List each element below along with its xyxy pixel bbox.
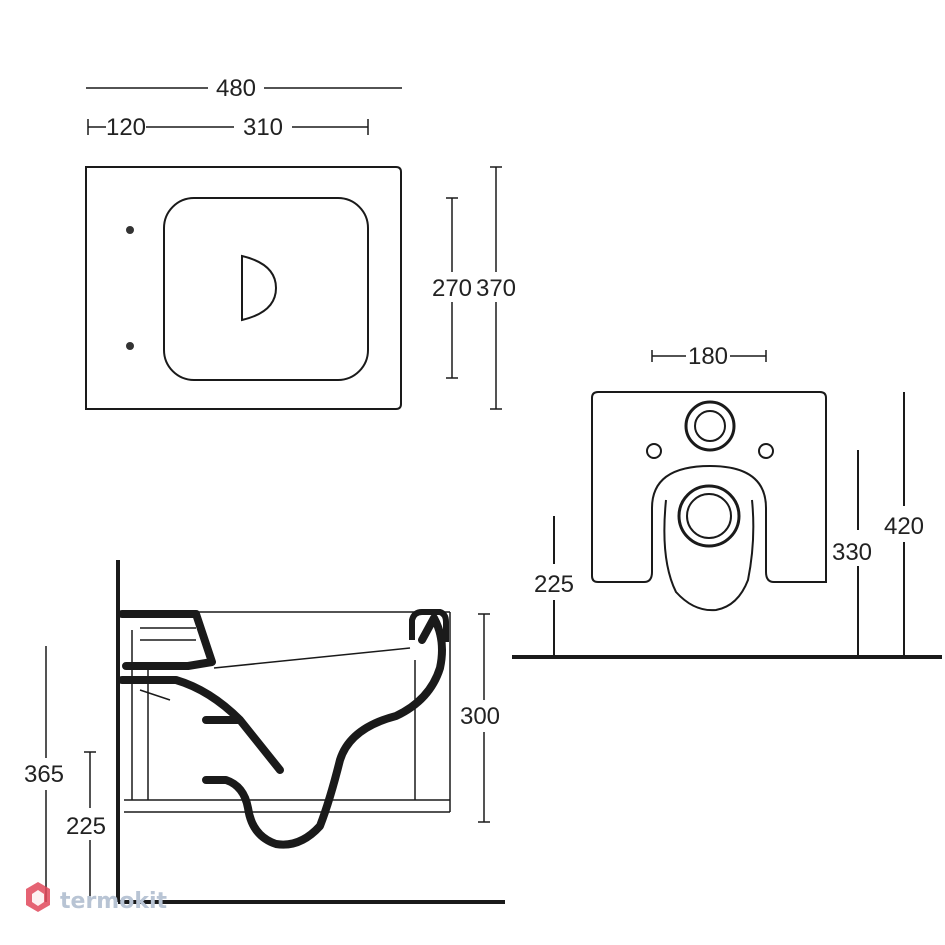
dim-bowl-height: 300 xyxy=(460,613,500,823)
water-inlet-outer xyxy=(684,400,736,452)
dim-label-480: 480 xyxy=(216,75,256,102)
side-view: 300 365 225 xyxy=(24,560,505,904)
dim-hole-spacing: 180 xyxy=(651,343,767,370)
dim-label-225-front: 225 xyxy=(534,571,574,598)
bowl-opening xyxy=(163,197,369,381)
drain-outer xyxy=(677,484,741,548)
bolt-hole-left xyxy=(646,443,662,459)
bowl-profile xyxy=(118,610,446,849)
top-outline xyxy=(85,166,402,410)
water-inlet-inner xyxy=(694,410,726,442)
drain-inner xyxy=(686,493,732,539)
dim-label-120: 120 xyxy=(106,114,146,141)
dim-label-225-side: 225 xyxy=(66,813,106,840)
dim-front-heights: 225 330 420 xyxy=(534,392,924,657)
dim-label-270: 270 xyxy=(432,275,472,302)
top-view: 480 120 310 xyxy=(85,75,516,410)
dim-label-330: 330 xyxy=(832,539,872,566)
rim-front xyxy=(409,609,449,642)
bowl-underside xyxy=(663,499,755,612)
dim-label-180: 180 xyxy=(688,343,728,370)
mount-hole-lower xyxy=(126,342,134,350)
bowl-inner xyxy=(139,627,196,701)
dim-label-365: 365 xyxy=(24,761,64,788)
dim-side-heights: 365 225 xyxy=(24,646,106,902)
front-view: 180 225 330 420 xyxy=(512,343,942,659)
dim-label-300: 300 xyxy=(460,703,500,730)
bolt-hole-right xyxy=(758,443,774,459)
dim-label-310: 310 xyxy=(243,114,283,141)
drain-outlet xyxy=(241,254,278,322)
rim-line xyxy=(213,647,411,669)
dim-label-420: 420 xyxy=(884,513,924,540)
watermark: termokit xyxy=(26,882,167,914)
mount-hole-upper xyxy=(126,226,134,234)
dim-overall-width: 480 xyxy=(86,75,402,102)
watermark-text: termokit xyxy=(60,889,167,914)
dim-depths: 270 370 xyxy=(432,166,516,410)
dim-label-370: 370 xyxy=(476,275,516,302)
dim-offsets: 120 310 xyxy=(87,114,369,141)
front-outline xyxy=(591,391,827,583)
